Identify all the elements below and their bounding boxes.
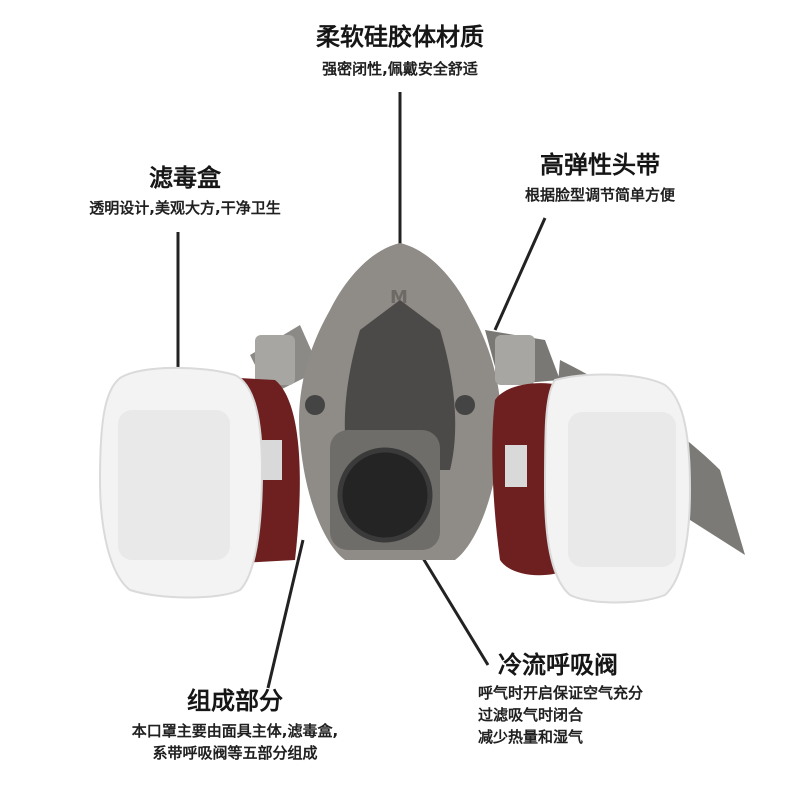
callout-headband-desc: 根据脸型调节简单方便: [524, 186, 675, 204]
callout-components-line-2: 系带呼吸阀等五部分组成: [152, 744, 318, 762]
filter-pad-left: [118, 410, 230, 560]
cartridge-left-label: [262, 440, 282, 480]
callout-valve-line-2: 过滤吸气时闭合: [478, 706, 584, 724]
callout-valve-line-1: 呼气时开启保证空气充分: [478, 684, 644, 702]
rivet-left: [305, 395, 325, 415]
callout-headband-title: 高弹性头带: [540, 151, 660, 179]
leader-line-components: [266, 539, 305, 689]
mask-m-emboss: M: [390, 287, 408, 308]
callout-material: 柔软硅胶体材质 强密闭性,佩戴安全舒适: [250, 22, 550, 80]
callout-valve: 冷流呼吸阀 呼气时开启保证空气充分 过滤吸气时闭合 减少热量和湿气: [478, 650, 768, 748]
mask-inner-shell: [344, 300, 456, 470]
cartridge-right-label: [505, 445, 527, 487]
callout-components-line-1: 本口罩主要由面具主体,滤毒盒,: [131, 722, 339, 740]
callout-components: 组成部分 本口罩主要由面具主体,滤毒盒, 系带呼吸阀等五部分组成: [80, 686, 390, 764]
callout-valve-title: 冷流呼吸阀: [498, 651, 618, 679]
valve-rim: [337, 447, 433, 543]
callout-filter: 滤毒盒 透明设计,美观大方,干净卫生: [40, 163, 330, 219]
leader-line-headband: [493, 217, 547, 331]
buckle-right: [495, 335, 535, 385]
callout-material-title: 柔软硅胶体材质: [316, 23, 484, 51]
buckle-left: [255, 335, 295, 385]
filter-pad-right: [568, 412, 676, 567]
leader-line-valve: [413, 544, 490, 666]
callout-headband: 高弹性头带 根据脸型调节简单方便: [470, 150, 730, 206]
callout-material-desc: 强密闭性,佩戴安全舒适: [322, 60, 478, 78]
valve-cover: [340, 450, 430, 540]
rivet-right: [455, 395, 475, 415]
callout-components-title: 组成部分: [187, 687, 283, 715]
callout-filter-title: 滤毒盒: [149, 164, 221, 192]
callout-valve-line-3: 减少热量和湿气: [478, 728, 584, 746]
callout-filter-desc: 透明设计,美观大方,干净卫生: [89, 199, 281, 217]
